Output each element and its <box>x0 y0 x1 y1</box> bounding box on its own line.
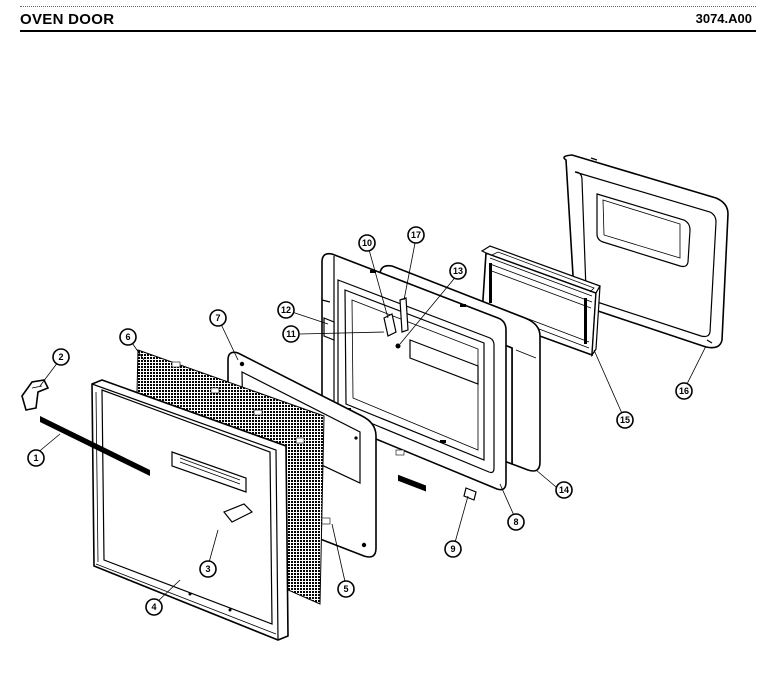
callout-14: 14 <box>555 481 573 499</box>
svg-text:2: 2 <box>58 352 63 362</box>
callout-17: 17 <box>407 226 425 244</box>
callout-6: 6 <box>119 328 137 346</box>
callout-11: 11 <box>282 325 300 343</box>
part-glass-pack <box>480 245 601 358</box>
top-scan-dots <box>20 6 756 10</box>
svg-text:13: 13 <box>453 266 463 276</box>
svg-text:4: 4 <box>151 602 156 612</box>
svg-text:17: 17 <box>411 230 421 240</box>
callout-8: 8 <box>507 513 525 531</box>
callout-12: 12 <box>277 301 295 319</box>
callout-10: 10 <box>358 234 376 252</box>
part-handle-bracket <box>21 379 50 411</box>
svg-text:6: 6 <box>125 332 130 342</box>
callout-7: 7 <box>209 309 227 327</box>
callout-5: 5 <box>337 580 355 598</box>
diagram-title: OVEN DOOR <box>20 11 115 28</box>
part-outer-frame <box>91 379 289 641</box>
svg-text:3: 3 <box>205 564 210 574</box>
callout-15: 15 <box>616 411 634 429</box>
callout-2: 2 <box>52 348 70 366</box>
callout-3: 3 <box>199 560 217 578</box>
part-rear-liner <box>563 154 729 349</box>
part-trim-details <box>171 451 254 523</box>
svg-text:8: 8 <box>513 517 518 527</box>
callout-9: 9 <box>444 540 462 558</box>
svg-text:7: 7 <box>215 313 220 323</box>
svg-text:15: 15 <box>620 415 630 425</box>
part-clip <box>463 487 477 501</box>
callout-1: 1 <box>27 449 45 467</box>
header-rule <box>20 30 756 32</box>
diagram-code: 3074.A00 <box>695 11 752 26</box>
callout-16: 16 <box>675 382 693 400</box>
page-header: OVEN DOOR 3074.A00 <box>20 6 756 32</box>
callout-4: 4 <box>145 598 163 616</box>
svg-text:10: 10 <box>362 238 372 248</box>
svg-text:9: 9 <box>450 544 455 554</box>
svg-text:14: 14 <box>559 485 569 495</box>
svg-text:12: 12 <box>281 305 291 315</box>
svg-text:1: 1 <box>33 453 38 463</box>
callout-13: 13 <box>449 262 467 280</box>
part-trim-rod <box>40 416 150 476</box>
svg-text:5: 5 <box>343 584 348 594</box>
svg-text:11: 11 <box>286 329 296 339</box>
svg-text:16: 16 <box>679 386 689 396</box>
